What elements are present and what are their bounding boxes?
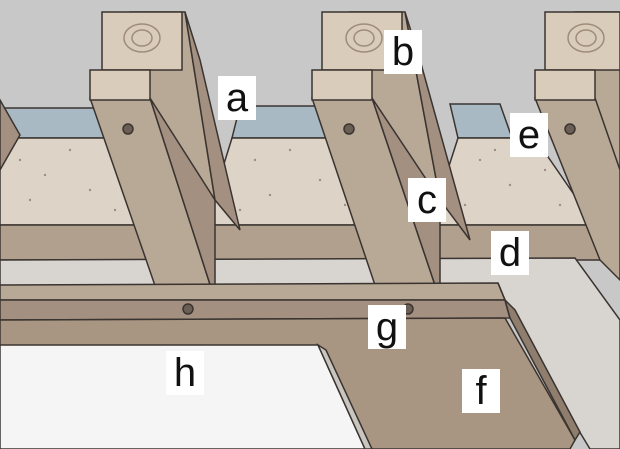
label-h: h xyxy=(166,351,204,395)
label-f: f xyxy=(462,369,500,413)
drywall-sheet xyxy=(0,344,366,449)
insulation-speckles xyxy=(18,148,562,212)
furring-strip xyxy=(0,282,511,321)
label-b: b xyxy=(384,30,422,74)
label-a: a xyxy=(218,76,256,120)
joist-left xyxy=(0,98,21,172)
support-panel-edge xyxy=(503,297,581,442)
joist-b xyxy=(310,11,471,301)
insulation-batts xyxy=(0,137,597,226)
label-c: c xyxy=(408,178,446,222)
label-e: e xyxy=(510,113,548,157)
drywall-edge xyxy=(316,343,373,449)
joist-right xyxy=(533,11,620,282)
joist-a xyxy=(88,11,241,301)
label-g: g xyxy=(368,305,406,349)
label-d: d xyxy=(491,231,529,275)
